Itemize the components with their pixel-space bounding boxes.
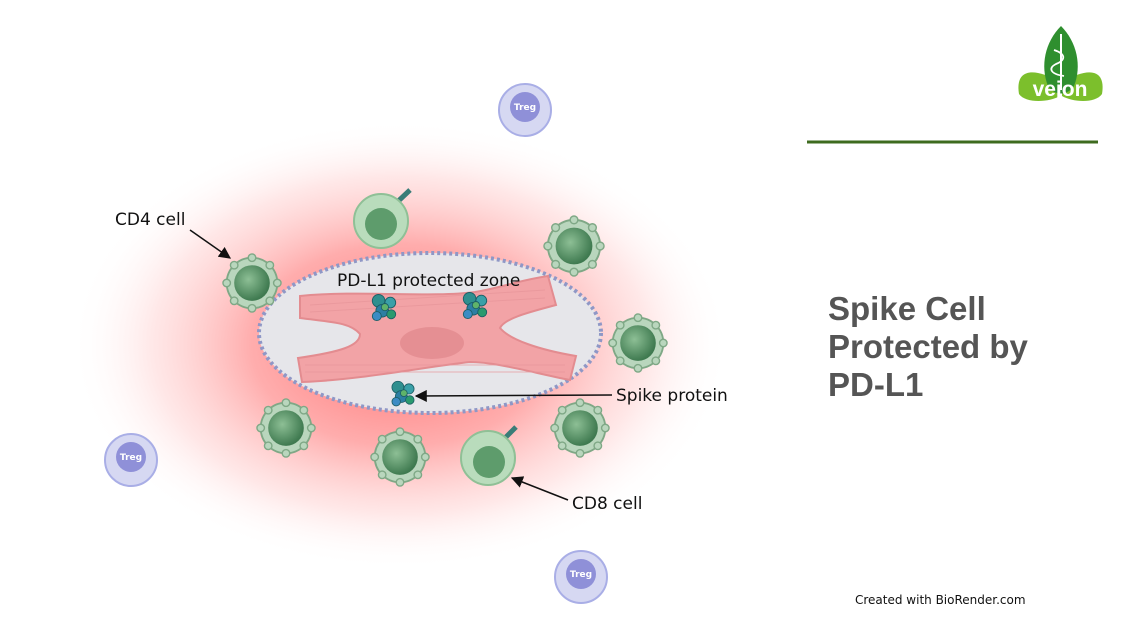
cd8-label: CD8 cell	[572, 494, 642, 514]
biorender-credit: Created with BioRender.com	[855, 593, 1026, 607]
title-line: Spike Cell	[828, 290, 986, 327]
t-cell-bottom-right	[550, 398, 610, 458]
cd8-cell-top	[353, 188, 412, 249]
t-cell-right	[608, 313, 668, 373]
cd4-cell	[222, 253, 282, 313]
cd4-label: CD4 cell	[115, 210, 185, 230]
logo-text: vejon	[1033, 78, 1088, 101]
cd8-cell	[460, 425, 518, 486]
title-line: PD-L1	[828, 366, 924, 403]
treg-label: Treg	[514, 103, 536, 113]
slide-title: Spike Cell Protected by PD-L1	[828, 290, 1118, 404]
treg-label: Treg	[120, 453, 142, 463]
treg-label: Treg	[570, 570, 592, 580]
spike-arrow	[414, 389, 613, 402]
zone-label: PD-L1 protected zone	[337, 271, 520, 291]
treg-cell-bottom: Treg	[554, 550, 608, 604]
cd8-arrow	[510, 476, 569, 501]
spike-protein-label: Spike protein	[616, 386, 728, 406]
cd4-arrow	[189, 229, 231, 259]
treg-cell-top: Treg	[498, 83, 552, 137]
t-cell-top-right	[543, 215, 605, 277]
title-line: Protected by	[828, 328, 1028, 365]
t-cell-bottom	[370, 427, 430, 487]
vejon-logo: vejon	[1018, 26, 1103, 101]
muscle-cell	[296, 274, 578, 384]
treg-cell-left: Treg	[104, 433, 158, 487]
t-cell-bottom-left	[256, 398, 316, 458]
